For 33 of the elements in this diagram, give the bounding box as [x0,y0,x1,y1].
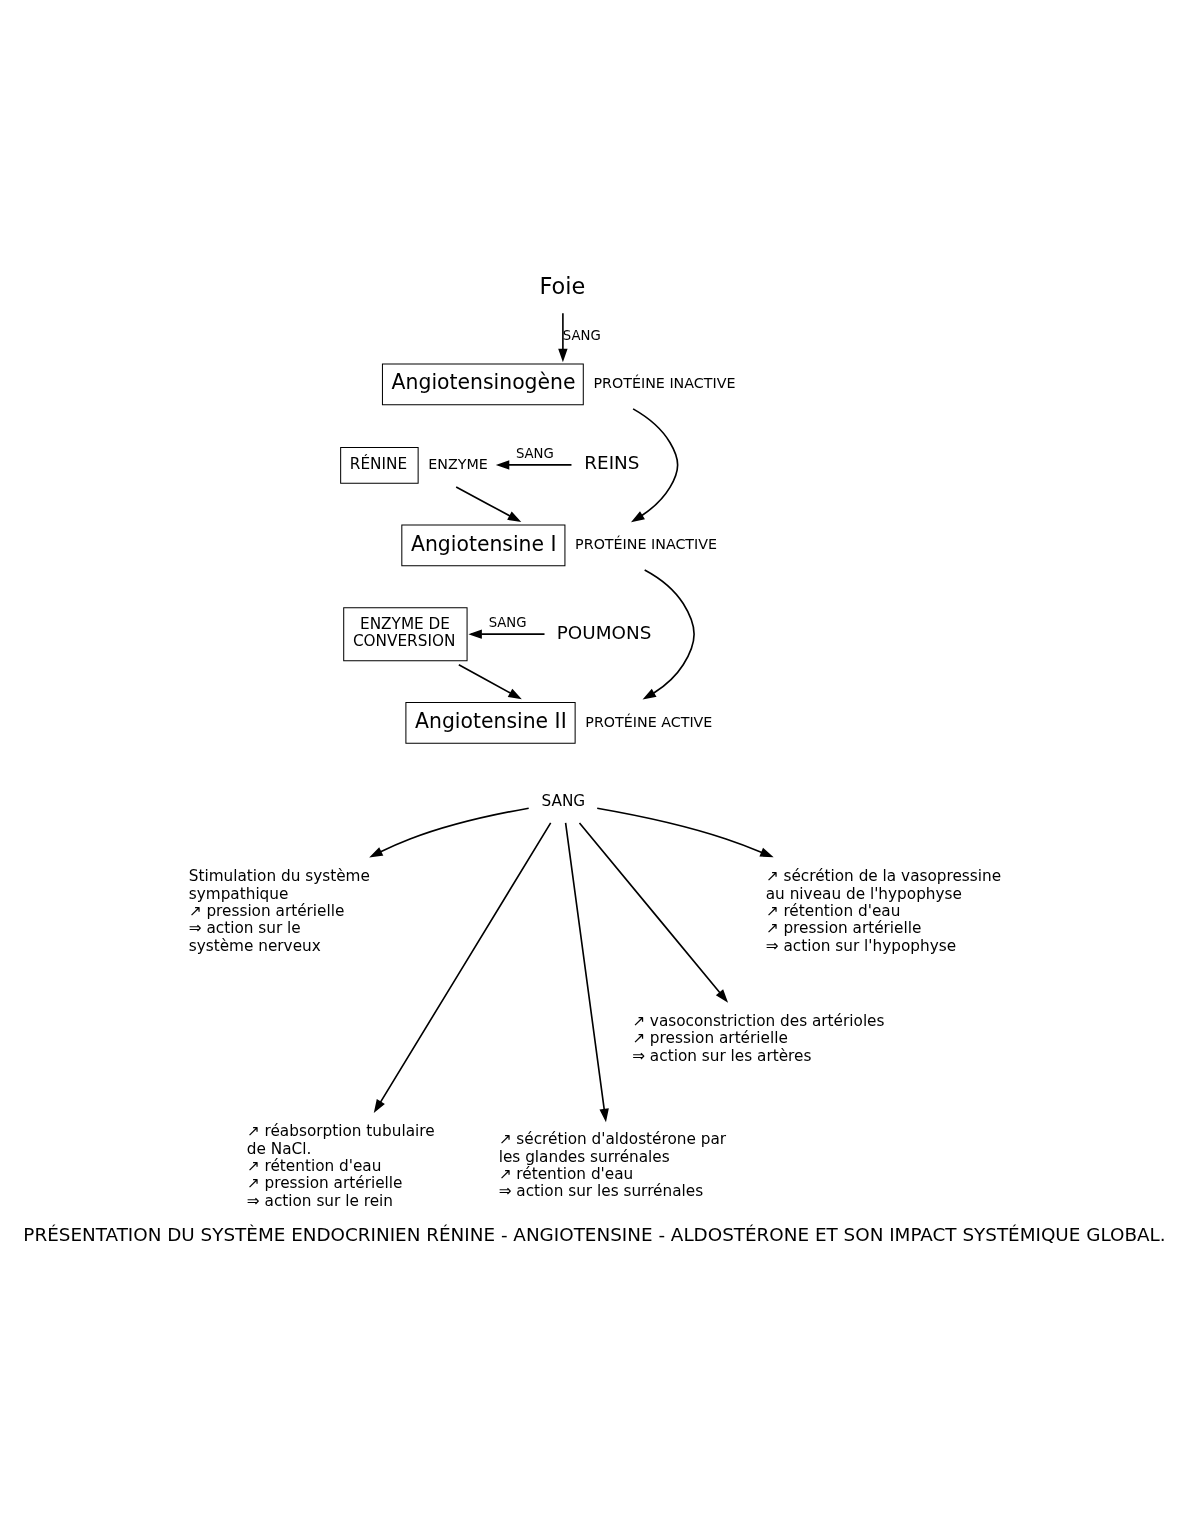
caption: PRÉSENTATION DU SYSTÈME ENDOCRINIEN RÉNINE - ANGIOTENSINE - ALDOSTÉRONE ET SON IMPACT SYSTÉMIQUE GLOBAL. [23,1224,1166,1246]
edge-label: SANG [488,615,527,631]
arrow [578,822,729,1003]
arrow [468,629,546,639]
node-label: PROTÉINE INACTIVE [593,375,736,392]
node-text: Stimulation du système sympathique ↗ pression artérielle ⇒ action sur le système nerveux [188,867,370,955]
node-label: ENZYME [428,456,488,473]
node-text: ↗ sécrétion d'aldostérone par les glandes surrénales ↗ rétention d'eau ⇒ action sur les surrénales [498,1130,727,1201]
arrow [564,822,609,1123]
node-text: POUMONS [556,621,652,643]
node-text: ↗ réabsorption tubulaire de NaCl. ↗ rétention d'eau ↗ pression artérielle ⇒ action sur le rein [246,1122,435,1210]
node-text: Foie [539,273,586,300]
node-box: Angiotensine I [401,524,566,567]
node-text: SANG [541,791,586,810]
node-label: PROTÉINE INACTIVE [575,536,718,553]
arrow [495,460,573,470]
arrow [642,569,695,700]
node-box: RÉNINE [340,447,419,484]
node-text: ↗ sécrétion de la vasopressine au niveau de l'hypophyse ↗ rétention d'eau ↗ pression artérielle ⇒ action sur l'hypophyse [765,867,1002,955]
arrow [558,312,568,363]
arrow [373,822,552,1114]
node-text: ↗ vasoconstriction des artérioles ↗ pression artérielle ⇒ action sur les artères [632,1012,885,1065]
node-box: Angiotensinogène [381,363,584,406]
edge-label: SANG [515,446,554,462]
node-box: ENZYME DE CONVERSION [343,607,468,662]
arrow [458,663,522,700]
node-box: Angiotensine II [405,701,576,744]
arrow [455,486,522,522]
node-text: REINS [584,452,640,474]
arrow [631,408,679,523]
arrow [596,807,774,858]
arrow [369,807,530,858]
node-label: PROTÉINE ACTIVE [585,713,713,730]
